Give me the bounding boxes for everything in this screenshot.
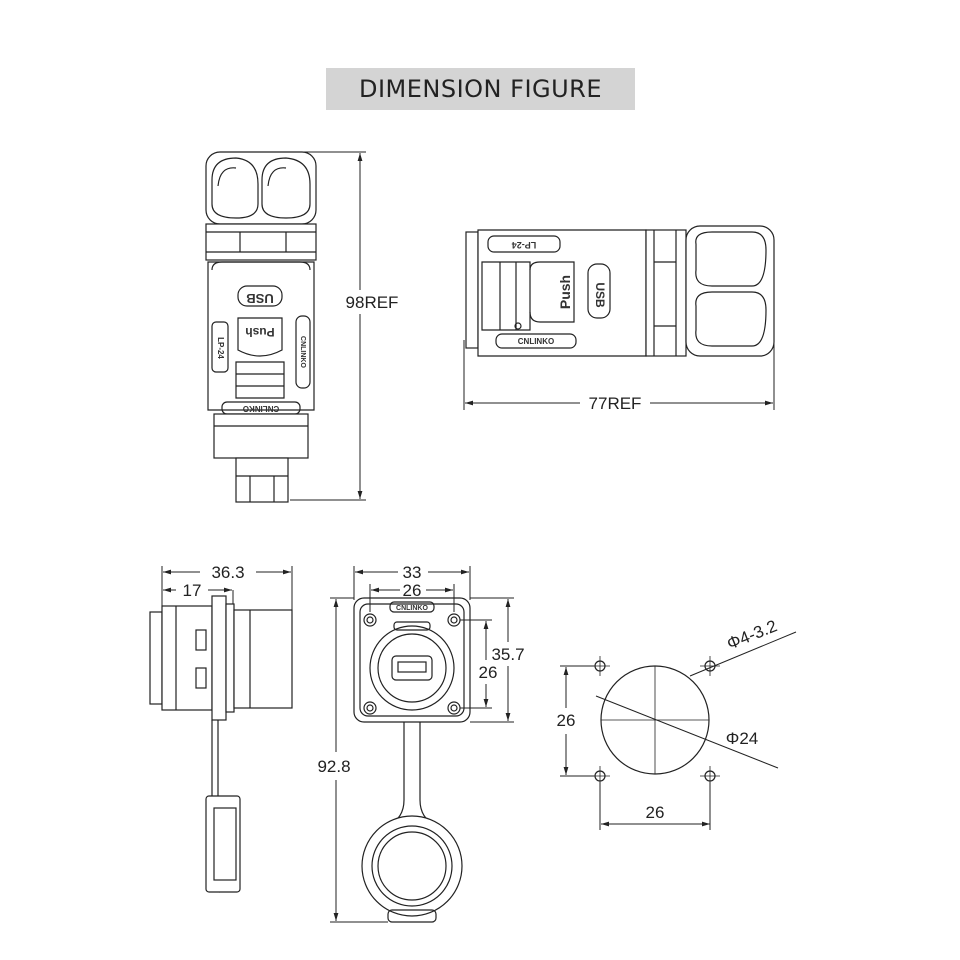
model-label-horizontal: LP-24: [512, 240, 537, 250]
side-dimensions: [161, 566, 293, 612]
side-total-label: 36.3: [211, 563, 244, 582]
height-ref-label: 98REF: [346, 293, 399, 312]
plug-vertical-view: [205, 151, 317, 503]
title-banner: DIMENSION FIGURE: [326, 68, 635, 110]
hole-callout-label: Φ4-3.2: [724, 616, 780, 653]
length-ref-label: 77REF: [589, 394, 642, 413]
usb-label-horizontal: USB: [593, 282, 607, 308]
overall-height-label: 92.8: [317, 757, 350, 776]
push-label-vertical: Push: [245, 325, 274, 339]
front-width-label: 33: [403, 563, 422, 582]
socket-front-view: [353, 597, 471, 923]
brand-label-vertical-bottom: CNLINKO: [243, 404, 279, 413]
front-dimensions: [330, 566, 514, 923]
cutout-h-spacing-label: 26: [646, 803, 665, 822]
cutout-v-spacing-label: 26: [557, 711, 576, 730]
front-hole-spacing-label: 26: [403, 581, 422, 600]
length-dimension: [463, 340, 775, 410]
side-inner-label: 17: [183, 581, 202, 600]
front-height-label: 35.7: [491, 645, 524, 664]
front-hole-height-label: 26: [479, 663, 498, 682]
push-label-horizontal: Push: [557, 275, 573, 309]
brand-label-horizontal: CNLINKO: [518, 337, 554, 346]
brand-label-front: CNLINKO: [396, 605, 428, 612]
plug-horizontal-view: [465, 225, 775, 357]
page-title: DIMENSION FIGURE: [358, 75, 603, 103]
model-label-vertical: LP-24: [216, 337, 225, 359]
height-dimension: [290, 151, 366, 501]
cutout-dimensions: [560, 631, 797, 830]
cutout-diameter-label: Φ24: [726, 729, 758, 748]
brand-label-vertical-side: CNLINKO: [299, 336, 306, 368]
usb-label-vertical: USB: [246, 291, 273, 306]
socket-side-view: [149, 595, 293, 893]
panel-cutout-view: [590, 656, 720, 786]
